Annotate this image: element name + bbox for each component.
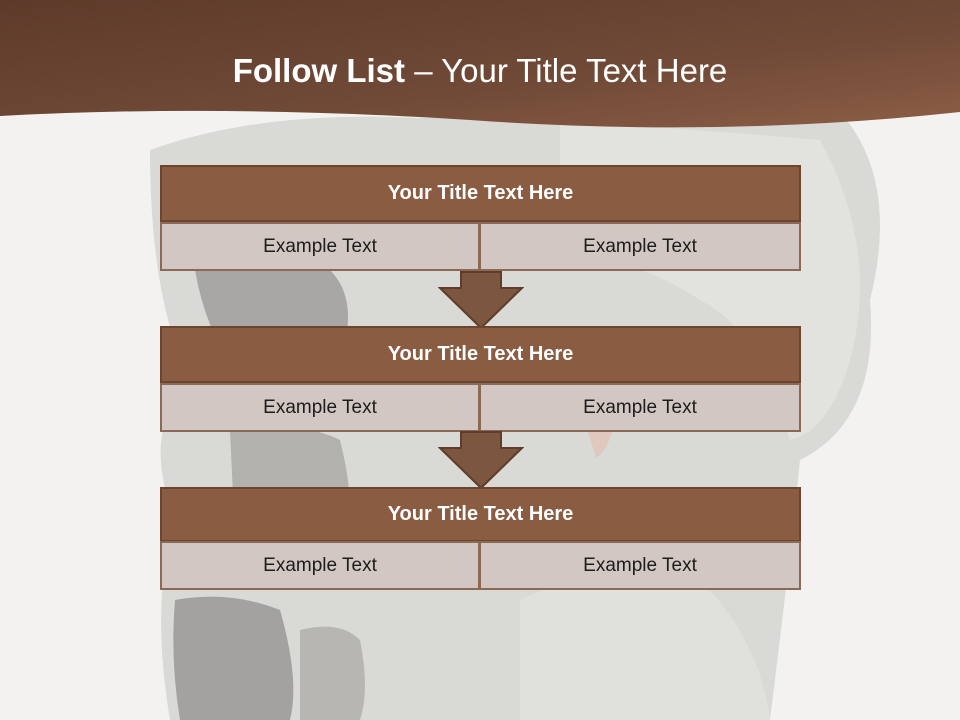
slide-title: Follow List – Your Title Text Here bbox=[0, 52, 960, 90]
slide-title-rest: – Your Title Text Here bbox=[405, 52, 728, 89]
flow-block-cell-left: Example Text bbox=[160, 541, 480, 590]
header-band bbox=[0, 0, 960, 128]
down-arrow-icon bbox=[438, 431, 524, 490]
flow-block-cell-left: Example Text bbox=[160, 222, 480, 271]
down-arrow-icon bbox=[438, 271, 524, 330]
flow-block-title: Your Title Text Here bbox=[160, 326, 801, 383]
flow-block-cell-left: Example Text bbox=[160, 383, 480, 432]
flow-block-title: Your Title Text Here bbox=[160, 165, 801, 222]
flow-block-row: Example Text Example Text bbox=[160, 222, 801, 271]
flow-block-row: Example Text Example Text bbox=[160, 541, 801, 590]
flow-block-cell-right: Example Text bbox=[480, 541, 801, 590]
slide-title-bold: Follow List bbox=[232, 52, 406, 89]
flow-block-title: Your Title Text Here bbox=[160, 487, 801, 542]
flow-block-cell-right: Example Text bbox=[480, 383, 801, 432]
flow-block-row: Example Text Example Text bbox=[160, 383, 801, 432]
flow-block-cell-right: Example Text bbox=[480, 222, 801, 271]
